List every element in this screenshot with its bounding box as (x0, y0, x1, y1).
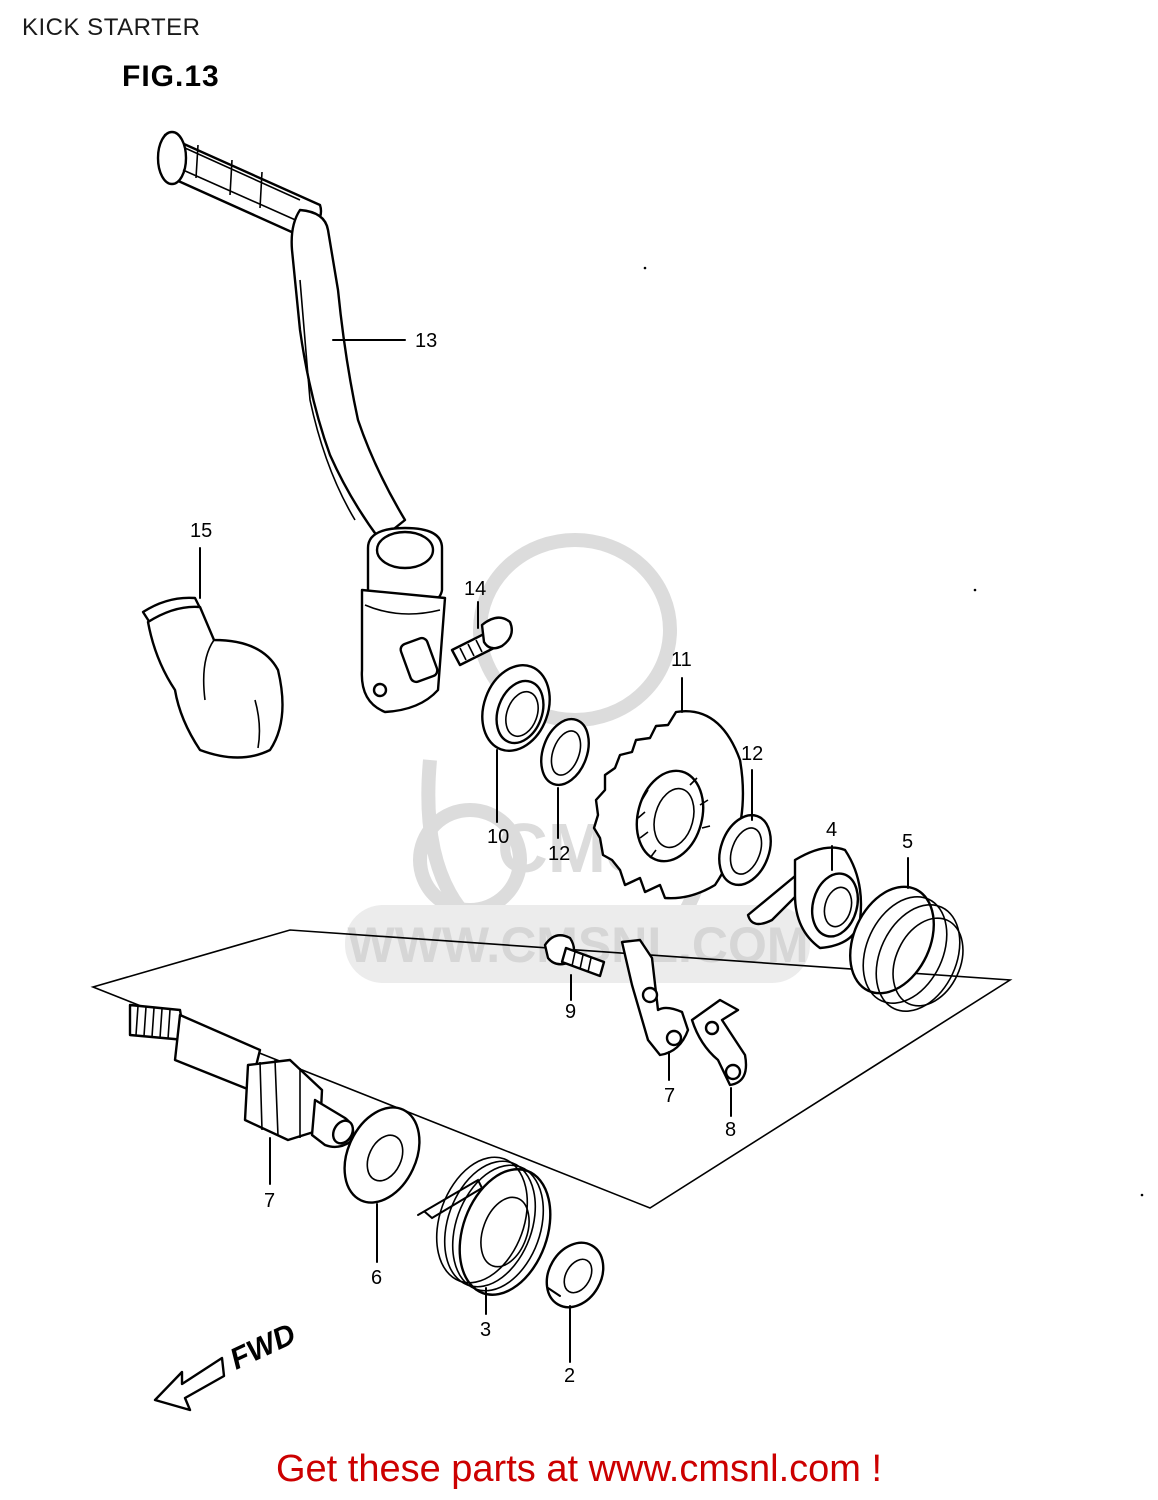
kick-starter-shaft[interactable] (128, 1003, 357, 1149)
callout-3: 3 (480, 1319, 491, 1341)
callout-14: 14 (464, 578, 486, 600)
callout-11: 11 (671, 649, 692, 671)
callout-4: 4 (826, 819, 837, 841)
callout-10: 10 (487, 826, 509, 848)
callouts: 13 14 15 10 12 11 12 4 5 9 7 8 7 6 3 2 (190, 330, 913, 1387)
spring[interactable] (834, 873, 977, 1025)
callout-13: 13 (415, 330, 437, 352)
watermark-banner (345, 905, 810, 983)
callout-12-upper: 12 (548, 843, 570, 865)
subassembly-frame (90, 929, 1013, 1209)
callout-15: 15 (190, 520, 212, 542)
callout-9: 9 (565, 1001, 576, 1023)
oil-seal[interactable] (471, 656, 561, 761)
callout-8: 8 (725, 1119, 736, 1141)
page-title: KICK STARTER (22, 14, 201, 41)
washer-lower[interactable] (710, 808, 780, 892)
lever-bolt[interactable] (450, 616, 513, 667)
washer-upper[interactable] (533, 713, 598, 792)
kick-guide[interactable] (746, 846, 865, 950)
callout-7-shaft: 7 (264, 1190, 275, 1212)
callout-6: 6 (371, 1267, 382, 1289)
fwd-label: FWD (225, 1318, 301, 1377)
fwd-arrow: FWD (153, 1318, 301, 1412)
kick-starter-gear[interactable] (592, 710, 745, 900)
guide-plate[interactable] (690, 998, 748, 1087)
thrust-washer[interactable] (330, 1095, 434, 1214)
stopper-bolt[interactable] (543, 934, 606, 978)
footer-link[interactable]: Get these parts at www.cmsnl.com ! (275, 1448, 883, 1490)
callout-12-lower: 12 (741, 743, 763, 765)
figure-label: FIG.13 (122, 60, 220, 93)
callout-7-plate: 7 (664, 1085, 675, 1107)
scan-specks (643, 266, 1144, 1197)
leader-lines (199, 339, 909, 1363)
stopper-plate[interactable] (620, 938, 690, 1057)
circlip[interactable] (535, 1233, 614, 1318)
callout-2: 2 (564, 1365, 575, 1387)
lever-cover[interactable] (141, 596, 284, 759)
kick-starter-lever[interactable] (156, 130, 447, 714)
callout-5: 5 (902, 831, 913, 853)
return-spring[interactable] (417, 1145, 567, 1308)
